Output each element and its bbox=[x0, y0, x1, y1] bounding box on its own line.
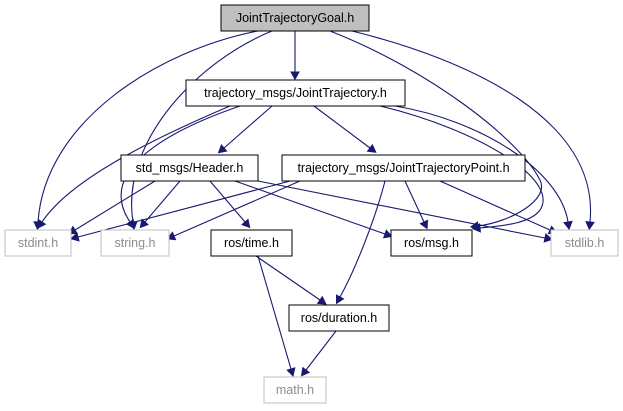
node-box bbox=[550, 229, 619, 257]
edge-jt-to-hdr bbox=[217, 105, 273, 154]
node-math: math.h bbox=[263, 376, 327, 404]
node-label: trajectory_msgs/JointTrajectory.h bbox=[204, 86, 387, 100]
node-duration[interactable]: ros/duration.h bbox=[288, 304, 390, 332]
edge-line bbox=[209, 180, 246, 223]
edge-hdr-to-time bbox=[209, 180, 251, 229]
node-box bbox=[220, 4, 370, 32]
node-label: stdlib.h bbox=[565, 236, 605, 250]
edge-line bbox=[74, 180, 156, 231]
arrowhead-icon bbox=[70, 232, 80, 242]
edge-jt-to-stdint bbox=[37, 105, 231, 229]
edge-line bbox=[77, 180, 291, 238]
node-box bbox=[210, 229, 293, 257]
edge-jtp-to-duration bbox=[336, 180, 386, 305]
node-jt[interactable]: trajectory_msgs/JointTrajectory.h bbox=[185, 79, 406, 107]
edge-hdr-to-stdlib bbox=[257, 180, 554, 243]
edge-line bbox=[131, 30, 273, 223]
node-stdlib: stdlib.h bbox=[550, 229, 619, 257]
arrowhead-icon bbox=[290, 71, 300, 81]
edge-jt-to-jtp bbox=[313, 105, 377, 153]
edge-jtp-to-msg bbox=[404, 180, 429, 230]
arrowhead-icon bbox=[585, 221, 595, 231]
edges-layer bbox=[33, 30, 595, 377]
node-jtp[interactable]: trajectory_msgs/JointTrajectoryPoint.h bbox=[281, 154, 526, 182]
node-label: JointTrajectoryGoal.h bbox=[236, 11, 354, 25]
arrowhead-icon bbox=[543, 233, 554, 243]
node-box bbox=[263, 376, 327, 404]
arrowhead-icon bbox=[471, 223, 481, 233]
node-box bbox=[120, 154, 259, 182]
edge-line bbox=[173, 180, 301, 237]
node-string: string.h bbox=[100, 229, 170, 257]
edge-root-to-stdint bbox=[33, 30, 259, 231]
edge-line bbox=[329, 30, 543, 227]
edge-line bbox=[144, 180, 181, 223]
edge-time-to-math bbox=[257, 255, 296, 377]
node-hdr[interactable]: std_msgs/Header.h bbox=[120, 154, 259, 182]
edge-line bbox=[255, 255, 321, 301]
arrowhead-icon bbox=[241, 218, 251, 229]
node-label: std_msgs/Header.h bbox=[136, 161, 244, 175]
edge-hdr-to-string bbox=[139, 180, 181, 229]
edge-line bbox=[37, 30, 259, 223]
node-root[interactable]: JointTrajectoryGoal.h bbox=[220, 4, 370, 32]
node-label: stdint.h bbox=[18, 236, 58, 250]
arrowhead-icon bbox=[382, 229, 393, 239]
arrowhead-icon bbox=[286, 367, 296, 377]
nodes-layer: JointTrajectoryGoal.h trajectory_msgs/Joi… bbox=[4, 4, 619, 404]
edge-line bbox=[41, 105, 231, 223]
arrowhead-icon bbox=[125, 218, 135, 229]
edge-line bbox=[439, 180, 551, 231]
edge-line bbox=[379, 105, 544, 229]
node-stdint: stdint.h bbox=[4, 229, 72, 257]
node-msg[interactable]: ros/msg.h bbox=[390, 229, 473, 257]
node-label: string.h bbox=[115, 236, 156, 250]
arrowhead-icon bbox=[419, 219, 429, 230]
edge-line bbox=[257, 255, 292, 370]
arrowhead-icon bbox=[366, 143, 377, 153]
edge-line bbox=[394, 105, 569, 223]
node-time[interactable]: ros/time.h bbox=[210, 229, 293, 257]
node-label: ros/duration.h bbox=[301, 311, 377, 325]
edge-line bbox=[223, 105, 273, 149]
node-box bbox=[4, 229, 72, 257]
edge-jt-to-string bbox=[120, 105, 241, 229]
edge-line bbox=[120, 105, 241, 223]
arrowhead-icon bbox=[300, 366, 311, 377]
edge-jt-to-stdlib bbox=[394, 105, 573, 231]
edge-line bbox=[313, 105, 371, 149]
edge-time-to-duration bbox=[255, 255, 327, 305]
arrowhead-icon bbox=[37, 218, 47, 229]
edge-jt-to-msg bbox=[379, 105, 544, 233]
node-box bbox=[281, 154, 526, 182]
edge-hdr-to-msg bbox=[234, 180, 393, 239]
node-label: ros/time.h bbox=[224, 236, 279, 250]
node-label: trajectory_msgs/JointTrajectoryPoint.h bbox=[297, 161, 509, 175]
edge-line bbox=[305, 330, 337, 371]
edge-root-to-msg bbox=[329, 30, 543, 231]
arrowhead-icon bbox=[563, 220, 573, 231]
edge-line bbox=[351, 30, 592, 223]
edge-line bbox=[257, 180, 546, 239]
node-label: ros/msg.h bbox=[404, 236, 459, 250]
edge-jtp-to-stdint bbox=[70, 180, 291, 242]
arrowhead-icon bbox=[336, 294, 345, 305]
edge-root-to-jt bbox=[290, 31, 300, 81]
edge-line bbox=[339, 180, 386, 298]
edge-duration-to-math bbox=[300, 330, 337, 377]
edge-root-to-stdlib bbox=[351, 30, 595, 231]
edge-line bbox=[404, 180, 425, 223]
node-box bbox=[390, 229, 473, 257]
node-label: math.h bbox=[276, 383, 314, 397]
edge-line bbox=[234, 180, 386, 235]
node-box bbox=[100, 229, 170, 257]
edge-root-to-string bbox=[128, 30, 273, 231]
arrowhead-icon bbox=[217, 144, 228, 154]
node-box bbox=[288, 304, 390, 332]
arrowhead-icon bbox=[139, 218, 149, 229]
arrowhead-icon bbox=[316, 295, 327, 305]
node-box bbox=[185, 79, 406, 107]
